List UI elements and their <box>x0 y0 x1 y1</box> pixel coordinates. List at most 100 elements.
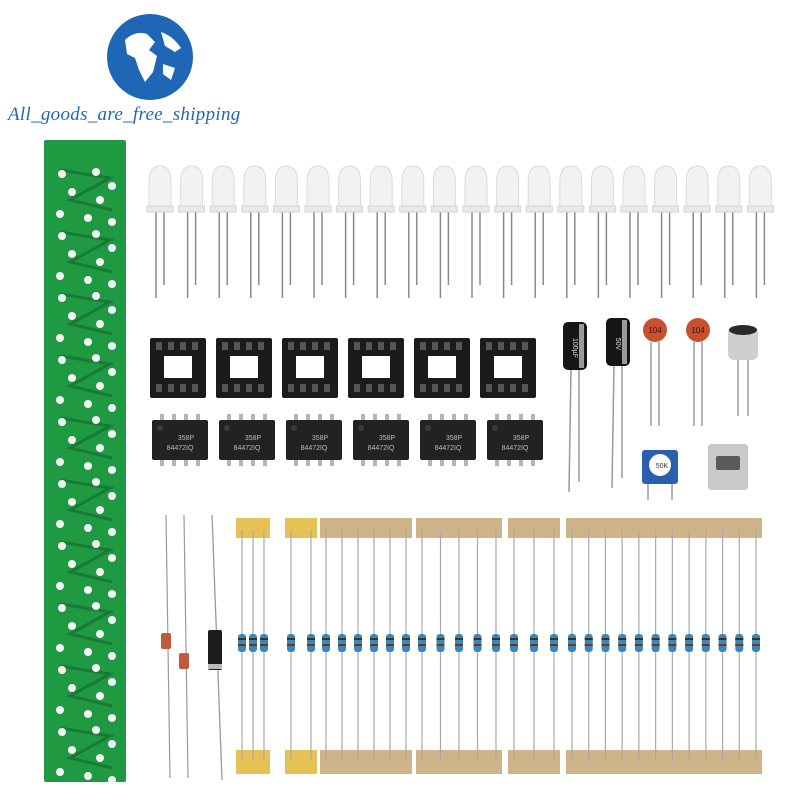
pcb-pad <box>56 334 64 342</box>
pcb-pad <box>84 772 92 780</box>
resistor-body <box>685 634 694 652</box>
chip-pin <box>227 458 231 466</box>
socket-pin <box>192 384 198 392</box>
chip-pin <box>172 458 176 466</box>
resistor-body <box>402 634 410 652</box>
pcb-trace <box>59 664 115 708</box>
socket-pin <box>432 342 438 350</box>
led-body <box>717 165 741 211</box>
chip-pin <box>361 414 365 422</box>
chip-pin <box>251 414 255 422</box>
pcb-pad <box>56 272 64 280</box>
pcb-trace <box>59 354 115 398</box>
pcb-pad <box>58 418 66 426</box>
chip-pin <box>172 414 176 422</box>
resistor-body <box>550 634 558 652</box>
led-body <box>306 165 330 211</box>
led <box>715 165 743 298</box>
led-body <box>748 165 772 211</box>
pcb-pad <box>108 740 116 748</box>
socket-pin <box>168 384 174 392</box>
chip-pin <box>251 458 255 466</box>
pcb-pad <box>96 506 104 514</box>
socket-window <box>362 356 390 378</box>
watermark-text: All_goods_are_free_shipping <box>8 104 241 125</box>
resistor-band <box>634 638 643 640</box>
pcb-pad <box>58 604 66 612</box>
led <box>304 165 332 298</box>
pcb-pad <box>108 528 116 536</box>
resistor <box>249 530 257 760</box>
socket-pin <box>378 384 384 392</box>
chip-pin <box>495 458 499 466</box>
chip-pin <box>361 458 365 466</box>
resistor <box>402 530 410 760</box>
resistor-band <box>238 638 246 640</box>
socket-pin <box>288 342 294 350</box>
led <box>399 165 427 298</box>
resistor-band <box>473 638 482 640</box>
pcb-pad <box>56 706 64 714</box>
resistor-body <box>735 634 744 652</box>
socket-pin <box>522 342 528 350</box>
chip-pin <box>531 458 535 466</box>
resistor-band <box>651 638 660 640</box>
resistor <box>618 530 627 760</box>
led <box>430 165 458 298</box>
led <box>336 165 364 298</box>
pcb-pad <box>92 664 100 672</box>
socket-window <box>164 356 192 378</box>
socket-pin <box>156 384 162 392</box>
pcb-pad <box>96 568 104 576</box>
led <box>525 165 553 298</box>
chip-marking: 358P <box>312 435 329 442</box>
led <box>241 165 269 298</box>
led-body <box>464 165 488 211</box>
socket-pin <box>288 384 294 392</box>
chip-pin <box>452 458 456 466</box>
cap-label: 50V <box>614 338 621 351</box>
pcb-pad <box>108 714 116 722</box>
led-flange <box>146 205 174 213</box>
resistor-body <box>618 634 627 652</box>
power-diode <box>208 514 223 781</box>
pcb-pad <box>56 396 64 404</box>
led-flange <box>399 205 427 213</box>
chip-notch <box>291 425 297 431</box>
chip-notch <box>157 425 163 431</box>
resistor-body <box>473 634 482 652</box>
chip-pin <box>160 458 164 466</box>
pcb-pad <box>58 294 66 302</box>
resistor-band <box>322 638 330 640</box>
resistor-strips <box>236 518 762 774</box>
chip-pin <box>306 458 310 466</box>
resistor-band <box>338 638 346 640</box>
chip-marking: 358P <box>245 435 262 442</box>
socket-pin <box>366 342 372 350</box>
resistor-band <box>550 644 558 646</box>
chip-pin <box>196 414 200 422</box>
led-flange <box>336 205 364 213</box>
chip-pin <box>464 458 468 466</box>
chip-marking: 358P <box>446 435 463 442</box>
resistor-band <box>651 644 660 646</box>
chip-pin <box>428 414 432 422</box>
socket-pin <box>522 384 528 392</box>
resistor-body <box>492 634 500 652</box>
pcb-pad <box>68 250 76 258</box>
pcb-pad <box>108 554 116 562</box>
resistor <box>492 530 500 760</box>
led-body <box>148 165 172 211</box>
pcb-pad <box>96 692 104 700</box>
resistor-band <box>510 638 518 640</box>
pcb-pad <box>68 436 76 444</box>
socket-pin <box>246 342 252 350</box>
resistor <box>735 530 744 760</box>
pcb-board <box>44 140 126 784</box>
signal-diode <box>179 514 189 779</box>
chip-marking: 358P <box>178 435 195 442</box>
pcb-pad <box>58 232 66 240</box>
resistor-band <box>568 644 576 646</box>
socket-pin <box>354 384 360 392</box>
